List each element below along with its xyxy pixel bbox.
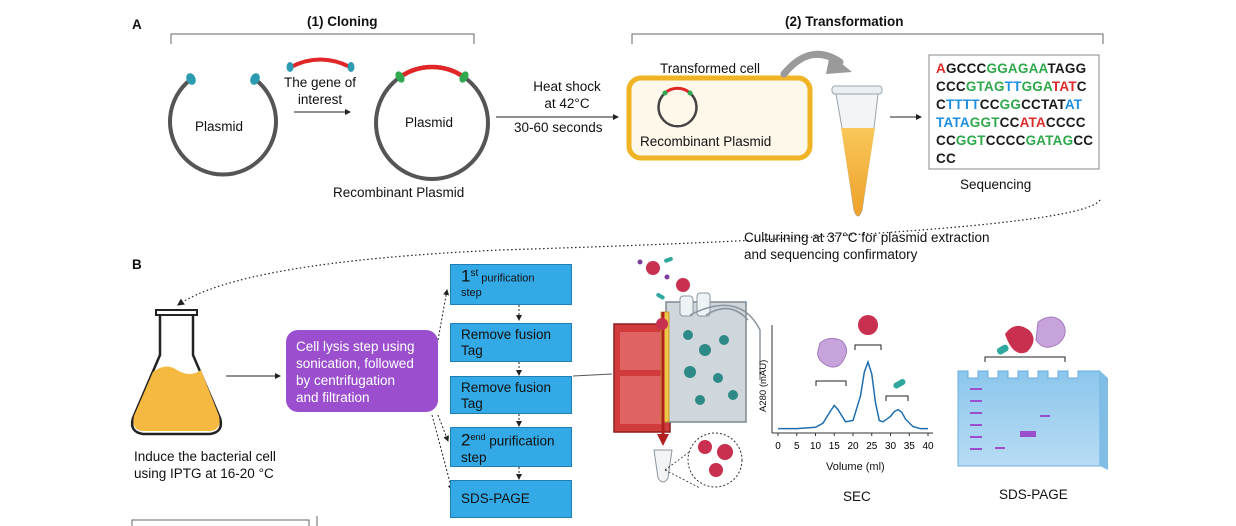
plasmid-end-marker: [186, 73, 196, 85]
remove-fusion-tag-step-2: Remove fusion Tag: [450, 376, 572, 414]
x-tick-label: 25: [866, 441, 878, 452]
dna-sequence: AGCCCGGAGAATAGG CCCGTAGTTGGATATC CTTTTCCGG…: [936, 60, 1093, 168]
sequence-line: TATAGGTCCATACCCC: [936, 115, 1086, 130]
x-tick-label: 20: [847, 441, 859, 452]
remove-fusion-tag-step-1: Remove fusion Tag: [450, 323, 572, 362]
sec-chart: 0 5 10 15 20 25 30 35 40: [771, 315, 934, 452]
transformed-cell-label: Transformed cell: [660, 61, 761, 76]
sds-page-caption: SDS-PAGE: [999, 487, 1068, 502]
first-purification-step: 1st purification step: [450, 264, 572, 305]
plasmid-end-marker: [250, 73, 260, 85]
x-tick-label: 5: [794, 441, 800, 452]
fan-line: [431, 414, 454, 491]
aggregate-protein-icon: [817, 337, 848, 368]
panel-b-label: B: [132, 257, 142, 272]
x-tick-label: 15: [829, 441, 841, 452]
x-tick-label: 35: [904, 441, 916, 452]
recombinant-marker: [395, 71, 405, 83]
recombinant-gene-arc: [398, 64, 466, 79]
plasmid-ring: [168, 78, 278, 177]
sequencing-label: Sequencing: [960, 177, 1032, 192]
recombinant-marker: [459, 71, 469, 83]
induce-label: Induce the bacterial cell using IPTG at …: [134, 449, 276, 481]
sec-y-axis-label: A280 (mAU): [758, 359, 769, 412]
gene-end-marker: [347, 62, 355, 72]
transfer-arrowhead: [826, 54, 852, 74]
sec-caption: SEC: [843, 489, 871, 504]
transformed-cell: [626, 75, 813, 161]
x-tick-label: 10: [810, 441, 822, 452]
flask-rim: [155, 309, 198, 316]
sequence-box: [928, 54, 1100, 170]
cell-lysis-box: Cell lysis step using sonication, follow…: [286, 330, 438, 412]
cell-plasmid-marker: [662, 90, 668, 96]
gene-of-interest-strand: [290, 57, 351, 69]
cell-plasmid-marker: [687, 90, 693, 96]
x-tick-label: 0: [775, 441, 781, 452]
gene-end-marker: [286, 62, 294, 72]
tube-liquid: [841, 128, 875, 216]
tag-icon: [893, 379, 906, 389]
cell-plasmid-ring: [657, 92, 698, 128]
transformation-heading: (2) Transformation: [785, 14, 904, 29]
recombinant-plasmid-inner-label: Plasmid: [405, 115, 454, 130]
sequence-line: AGCCCGGAGAATAGG: [936, 61, 1087, 76]
protein-blobs: [646, 261, 733, 477]
to-instrument-line: [572, 373, 613, 377]
gene-of-interest-label: The gene of interest: [283, 75, 357, 107]
sequence-line: CCCGTAGTTGGATATC: [936, 79, 1087, 94]
sec-trace: [778, 359, 928, 430]
target-protein-icon: [858, 315, 878, 335]
tag-fragments: [637, 256, 673, 300]
panel-a-label: A: [132, 17, 142, 32]
collection-tube: [653, 432, 743, 489]
second-purification-step: 2end purification step: [450, 427, 572, 467]
fplc-instrument: [613, 292, 761, 446]
bracket-aggregate: [815, 380, 847, 386]
transformation-bracket: [631, 33, 1104, 44]
sds-page-gel: [957, 316, 1108, 470]
x-tick-label: 40: [922, 441, 934, 452]
flask-culture: [133, 366, 220, 431]
tube-cap: [831, 85, 883, 95]
fan-line: [437, 414, 450, 442]
heat-shock-label: Heat shock at 42°C: [533, 79, 601, 111]
recombinant-plasmid-label: Recombinant Plasmid: [333, 185, 465, 200]
plasmid-label: Plasmid: [195, 119, 244, 134]
bracket-tag: [885, 395, 909, 401]
cloning-bracket: [170, 33, 475, 44]
bracket-target: [854, 344, 882, 350]
sequence-line: CTTTTCCGGCCTATAT: [936, 97, 1083, 112]
heat-shock-duration: 30-60 seconds: [514, 120, 603, 135]
sequence-line: CC: [936, 151, 956, 166]
sec-x-axis-label: Volume (ml): [826, 461, 885, 473]
sds-page-step: SDS-PAGE: [450, 480, 572, 518]
bottom-bracket: [131, 519, 310, 526]
cell-recombinant-plasmid-label: Recombinant Plasmid: [640, 134, 772, 149]
sequence-line: CCGGTCCCCGATAGCC: [936, 133, 1094, 148]
x-tick-label: 30: [885, 441, 897, 452]
culturing-label: Culturining at 37°C for plasmid extracti…: [744, 230, 990, 262]
cloning-heading: (1) Cloning: [307, 14, 378, 29]
fan-line: [437, 289, 450, 341]
